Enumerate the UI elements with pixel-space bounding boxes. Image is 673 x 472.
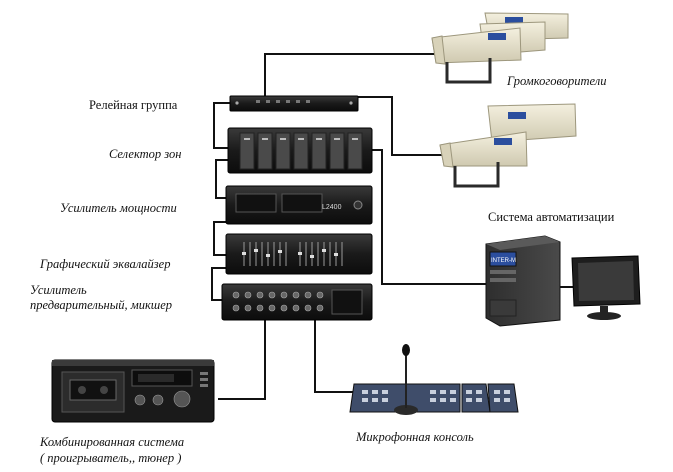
- combo-player-tuner: [51, 359, 215, 423]
- label-preamp-line2: предварительный, микшер: [30, 298, 173, 312]
- cable-mixer-to-combo: [218, 318, 266, 400]
- cable-relay-to-top-speakers: [264, 53, 435, 97]
- computer-tower: INTER-M: [485, 235, 561, 327]
- cables: [211, 53, 574, 400]
- speaker-horn: [439, 131, 528, 188]
- pc-sticker-text: INTER-M: [491, 258, 516, 264]
- cable-zone-to-pc: [370, 149, 490, 285]
- cable-left-link-1: [213, 102, 232, 149]
- microphone-console: [349, 344, 519, 415]
- power-amp-model: L2400: [322, 204, 342, 211]
- rack-zone-selector: [227, 127, 373, 174]
- label-power-amplifier: Усилитель мощности: [60, 201, 177, 215]
- speaker-horn: [487, 103, 577, 143]
- rack-graphic-equalizer: [225, 233, 373, 275]
- top-loudspeakers: [431, 12, 569, 84]
- label-graphic-equalizer: Графический эквалайзер: [40, 257, 171, 271]
- cable-relay-to-bottom-speakers: [355, 96, 445, 156]
- label-combo-system-line1: Комбинированная система: [40, 435, 185, 449]
- cable-mixer-to-mic: [314, 318, 355, 393]
- rack-power-amplifier: L2400: [225, 185, 373, 225]
- label-relay-group: Релейная группа: [89, 98, 178, 112]
- cable-left-link-3: [213, 221, 228, 256]
- label-microphone-console: Микрофонная консоль: [356, 430, 474, 444]
- cable-left-link-4: [211, 267, 228, 301]
- label-automation-system: Система автоматизации: [488, 210, 615, 224]
- label-loudspeakers: Громкоговорители: [507, 74, 607, 88]
- computer-monitor: [571, 255, 641, 320]
- cable-left-link-2: [215, 159, 230, 199]
- label-combo-system-line2: ( проигрыватель,, тюнер ): [40, 451, 182, 465]
- label-preamp-line1: Усилитель: [30, 283, 87, 297]
- bottom-loudspeakers: [439, 103, 577, 188]
- speaker-horn: [431, 27, 522, 84]
- rack-relay-group: [229, 95, 359, 112]
- rack-preamp-mixer: [221, 283, 373, 321]
- label-zone-selector: Селектор зон: [109, 147, 182, 161]
